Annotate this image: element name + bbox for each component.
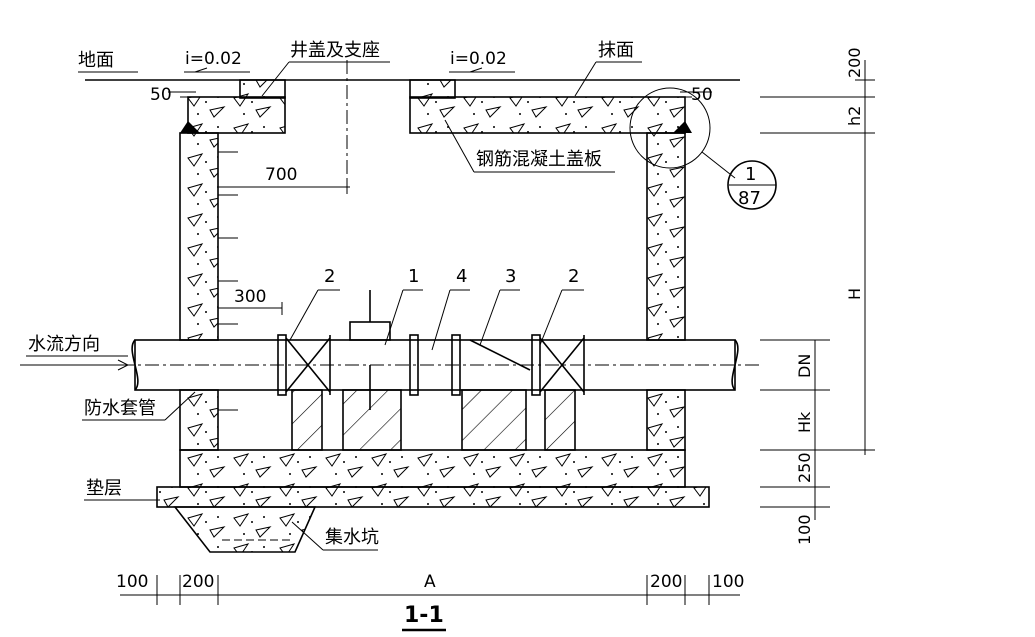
cushion-layer-text: 垫层 — [86, 478, 122, 499]
dim-50-right: 50 — [691, 85, 713, 105]
plaster-face-label: 抹面 — [598, 40, 634, 61]
sump-pit — [173, 506, 317, 553]
flow-direction-text: 水流方向 — [28, 334, 100, 355]
flow-direction-label: 水流方向 — [26, 334, 130, 371]
part-number-2-right: 2 — [539, 266, 584, 346]
slope-right-text: i=0.02 — [450, 49, 507, 69]
svg-text:1: 1 — [408, 266, 419, 287]
bottom-dimension-chain — [120, 575, 740, 605]
dim-right-h2: h2 — [845, 106, 864, 126]
svg-text:700: 700 — [265, 165, 297, 185]
rc-cover-plate-label: 钢筋混凝土盖板 — [476, 149, 602, 170]
cushion-layer — [156, 486, 710, 508]
ground-label: 地面 — [78, 50, 114, 71]
rc-cover-slab — [180, 79, 692, 134]
waterproof-sleeve-text: 防水套管 — [84, 398, 156, 419]
part-number-1: 1 — [384, 266, 423, 346]
waterproof-sleeve-label: 防水套管 — [82, 391, 196, 421]
dim-right-H: H — [845, 288, 864, 300]
dim-right-Hk: Hk — [795, 411, 814, 433]
part-number-2-left: 2 — [289, 266, 340, 341]
section-title: 1-1 — [404, 603, 444, 628]
dim-50-left: 50 — [150, 85, 172, 105]
svg-text:2: 2 — [568, 266, 579, 287]
sump-pit-text: 集水坑 — [325, 527, 379, 548]
dim-bottom-A: A — [424, 572, 436, 592]
pipeline — [20, 290, 760, 410]
part-number-3: 3 — [479, 266, 520, 346]
svg-text:300: 300 — [234, 287, 266, 307]
svg-text:2: 2 — [324, 266, 335, 287]
dim-right-DN: DN — [795, 354, 814, 378]
pipe-supports — [291, 389, 576, 451]
cushion-layer-label: 垫层 — [84, 478, 160, 501]
detail-callout-top: 1 — [745, 164, 756, 185]
dim-bottom-100-right: 100 — [712, 572, 744, 592]
detail-callout-bottom: 87 — [738, 188, 761, 209]
dim-300: 300 — [217, 287, 283, 315]
slope-right: i=0.02 — [449, 49, 515, 73]
dim-bottom-200-left: 200 — [182, 572, 214, 592]
cover-and-seat-label: 井盖及支座 — [290, 40, 380, 61]
part-number-4: 4 — [431, 266, 470, 351]
dim-right-250: 250 — [795, 452, 814, 483]
dim-bottom-200-right: 200 — [650, 572, 682, 592]
right-wall — [646, 132, 686, 451]
left-wall — [179, 132, 238, 451]
right-dimension-chain — [760, 60, 875, 520]
dim-700: 700 — [217, 165, 350, 194]
slope-left: i=0.02 — [184, 49, 250, 73]
base-slab — [179, 449, 686, 488]
slope-left-text: i=0.02 — [185, 49, 242, 69]
dim-right-100: 100 — [795, 514, 814, 545]
sump-pit-label: 集水坑 — [291, 521, 379, 551]
dim-right-200: 200 — [845, 47, 864, 78]
svg-text:4: 4 — [456, 266, 467, 287]
svg-text:3: 3 — [505, 266, 516, 287]
detail-callout: 1 87 — [629, 87, 777, 210]
dim-bottom-100-left: 100 — [116, 572, 148, 592]
